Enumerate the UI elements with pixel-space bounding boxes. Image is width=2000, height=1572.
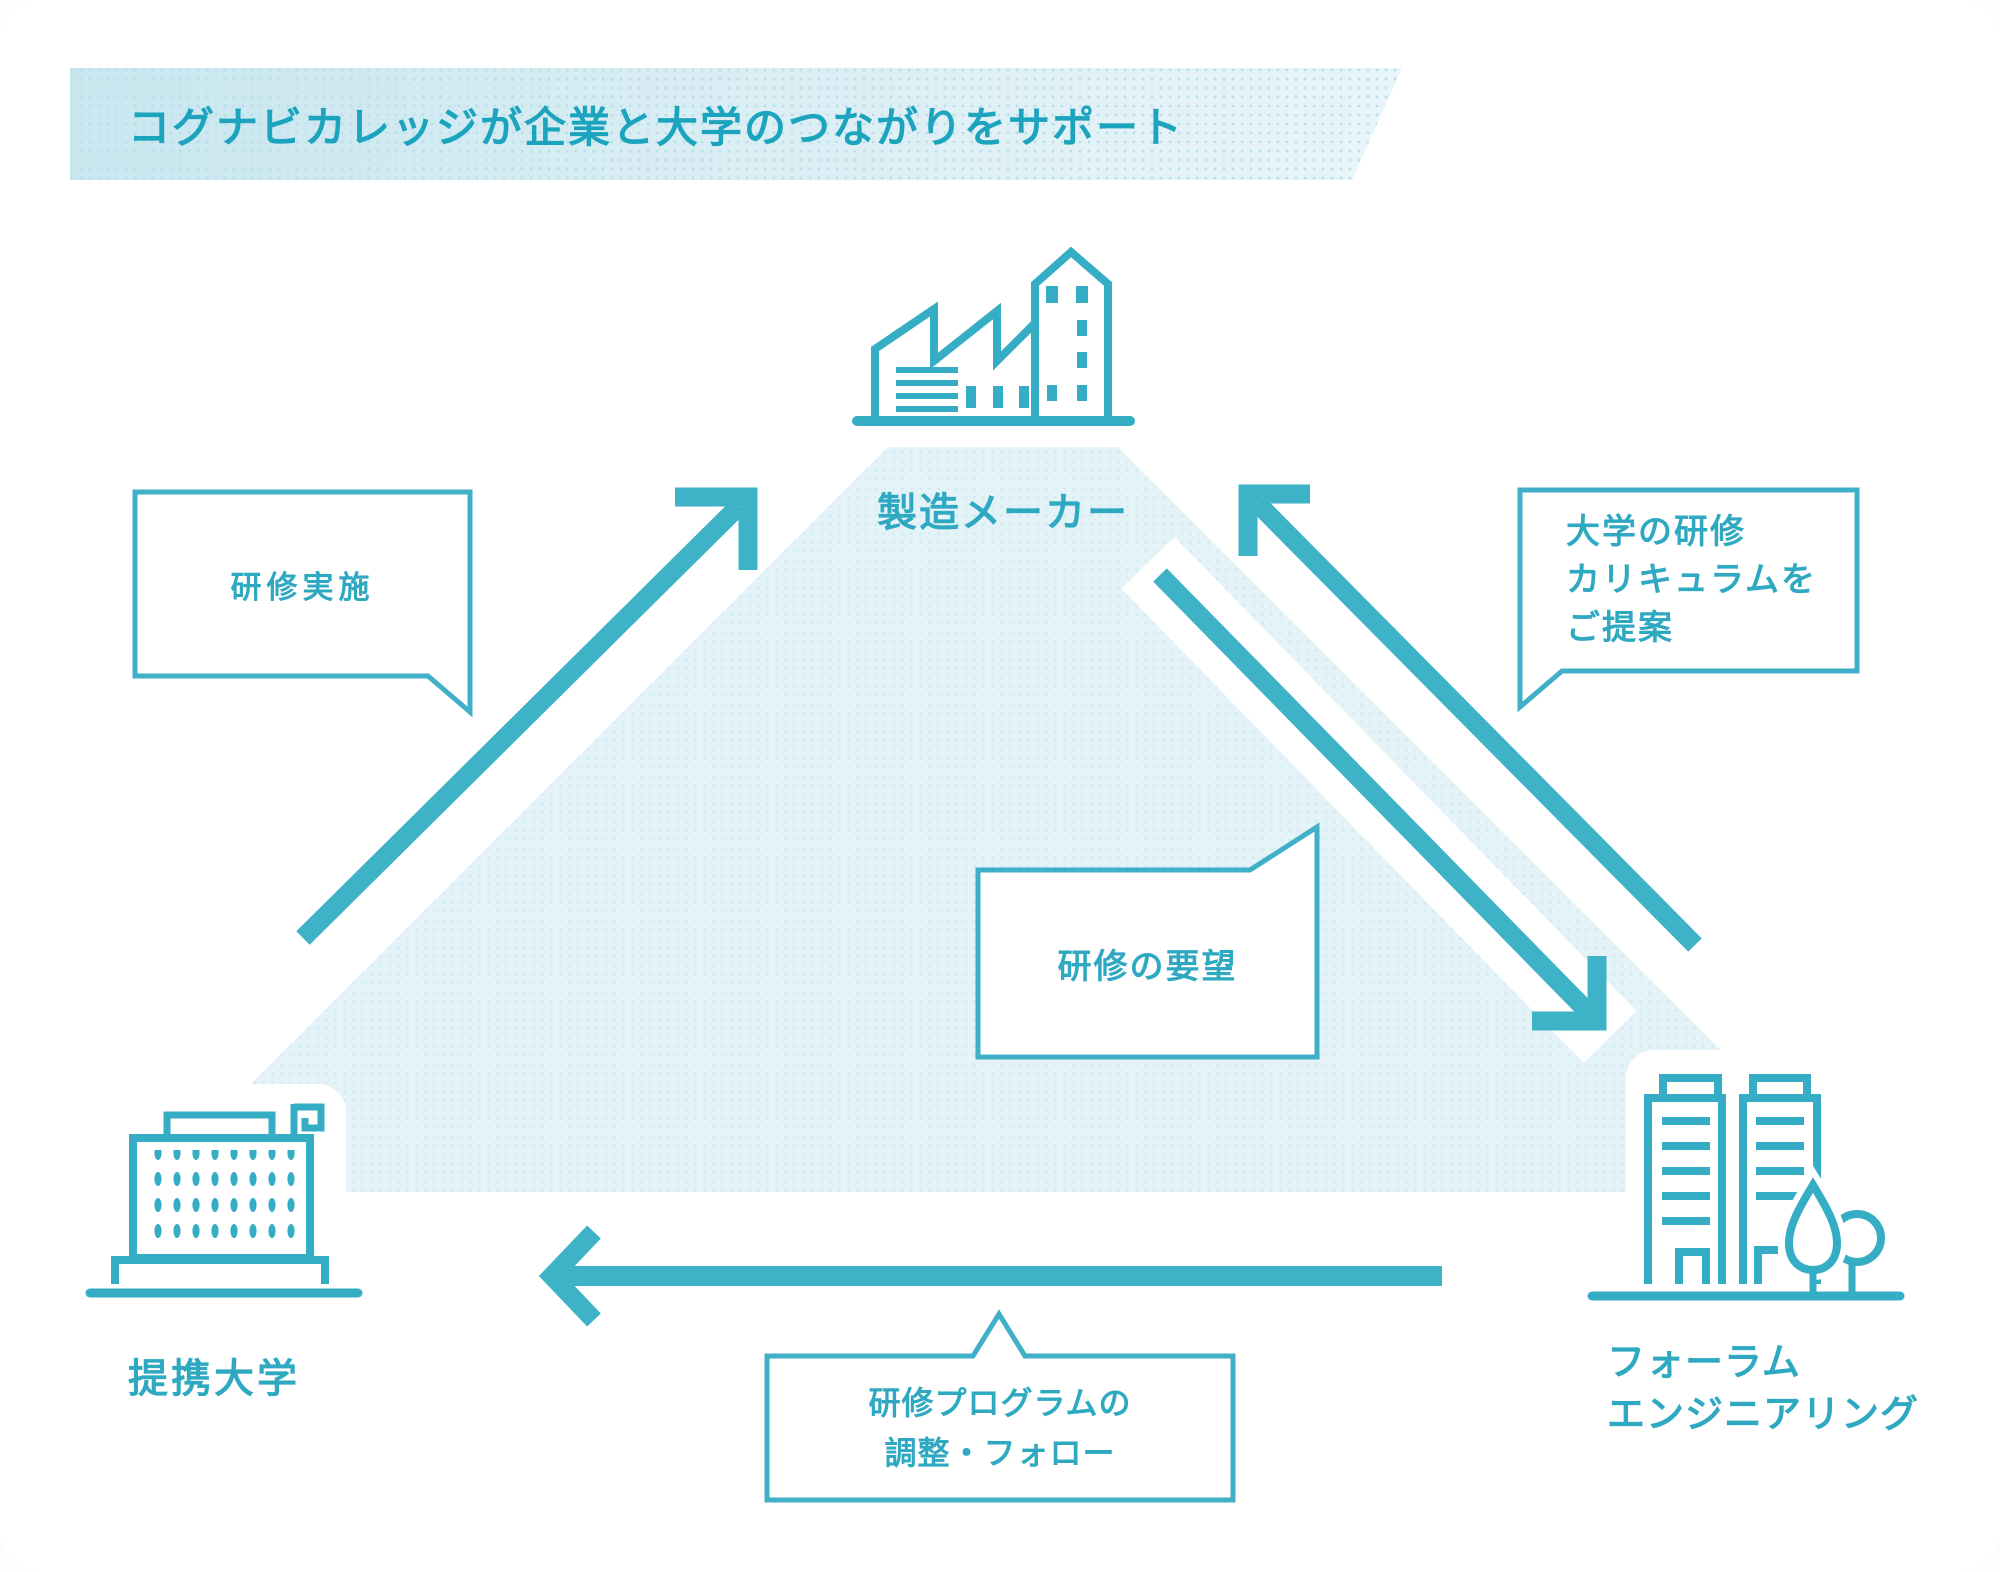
- speech-bubble-curriculum-proposal: [1517, 487, 1860, 713]
- arrow-forum-to-manufacturer: [1238, 484, 1702, 952]
- label-forum-line: フォーラム: [1607, 1342, 1801, 1384]
- bubble-training-request-text: 研修の要望: [978, 870, 1317, 1057]
- triangle-watermark: [143, 332, 1863, 1192]
- bubble-program-coordination-text: 研修プログラムの 調整・フォロー: [767, 1356, 1233, 1500]
- page-title: コグナビカレッジが企業と大学のつながりをサポート: [128, 103, 1185, 151]
- bubble-line: 研修実施: [230, 569, 375, 605]
- speech-bubble-training-request: [975, 822, 1320, 1060]
- bubble-curriculum-proposal-text: 大学の研修 カリキュラムを ご提案: [1566, 508, 1846, 652]
- bubble-training-delivery-text: 研修実施: [135, 492, 470, 676]
- bubble-line: カリキュラムを: [1566, 561, 1817, 599]
- factory-icon: [852, 246, 1135, 426]
- label-manufacturer: 製造メーカー: [877, 491, 1129, 535]
- bubble-line: 大学の研修: [1566, 513, 1746, 551]
- speech-bubble-training-delivery: [132, 489, 473, 718]
- speech-bubble-program-coordination: [764, 1309, 1236, 1503]
- university-building-icon: [85, 1103, 363, 1298]
- bubble-line: 研修プログラムの: [868, 1385, 1132, 1421]
- arrow-forum-to-university: [538, 1225, 1442, 1327]
- bubble-line: 調整・フォロー: [884, 1435, 1116, 1471]
- bubble-line: 研修の要望: [1057, 948, 1238, 986]
- office-buildings-trees-icon: [1587, 1074, 1905, 1301]
- label-university: 提携大学: [128, 1357, 300, 1401]
- arrow-manufacturer-to-forum: [1153, 568, 1607, 1031]
- label-forum-line: エンジニアリング: [1607, 1394, 1920, 1436]
- title-banner: コグナビカレッジが企業と大学のつながりをサポート: [70, 68, 1402, 180]
- bubble-line: ご提案: [1566, 609, 1674, 647]
- label-forum: フォーラム エンジニアリング: [1607, 1337, 1919, 1441]
- arrow-university-to-manufacturer: [296, 487, 758, 945]
